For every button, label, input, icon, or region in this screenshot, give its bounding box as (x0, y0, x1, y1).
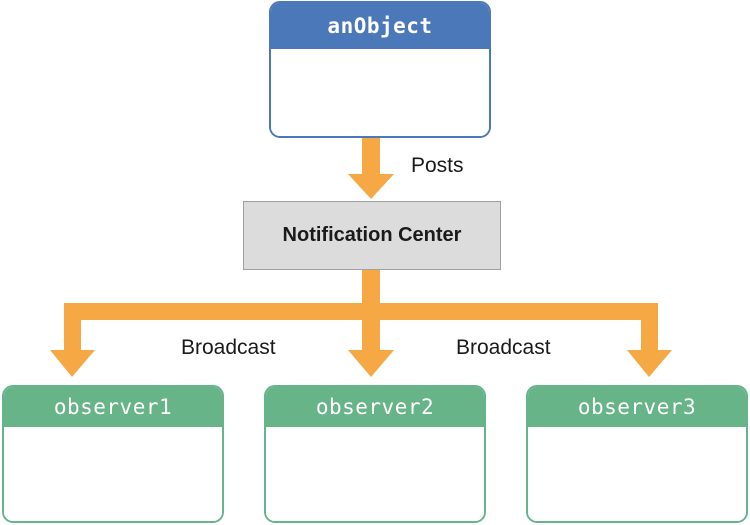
arrow-broadcast-bus (64, 270, 658, 356)
object-box-observer2-title: observer2 (266, 387, 484, 427)
object-box-anobject[interactable]: anObject (269, 1, 491, 138)
arrow-broadcast-observer1 (50, 350, 95, 377)
arrow-broadcast-observer3 (627, 350, 672, 377)
edge-label-broadcast-left: Broadcast (181, 336, 276, 359)
object-box-observer3-title: observer3 (528, 387, 746, 427)
arrow-posts (348, 138, 394, 199)
object-box-observer2-body (266, 427, 484, 521)
notification-center-box[interactable]: Notification Center (243, 201, 501, 270)
object-box-anobject-title: anObject (271, 3, 489, 49)
arrow-broadcast-observer2 (348, 350, 394, 377)
edge-label-posts: Posts (411, 154, 464, 177)
object-box-observer2[interactable]: observer2 (264, 385, 486, 523)
object-box-anobject-body (271, 49, 489, 136)
object-box-observer1-title: observer1 (4, 387, 222, 427)
object-box-observer1[interactable]: observer1 (2, 385, 224, 523)
edge-label-broadcast-right: Broadcast (456, 336, 551, 359)
object-box-observer1-body (4, 427, 222, 521)
object-box-observer3-body (528, 427, 746, 521)
object-box-observer3[interactable]: observer3 (526, 385, 748, 523)
